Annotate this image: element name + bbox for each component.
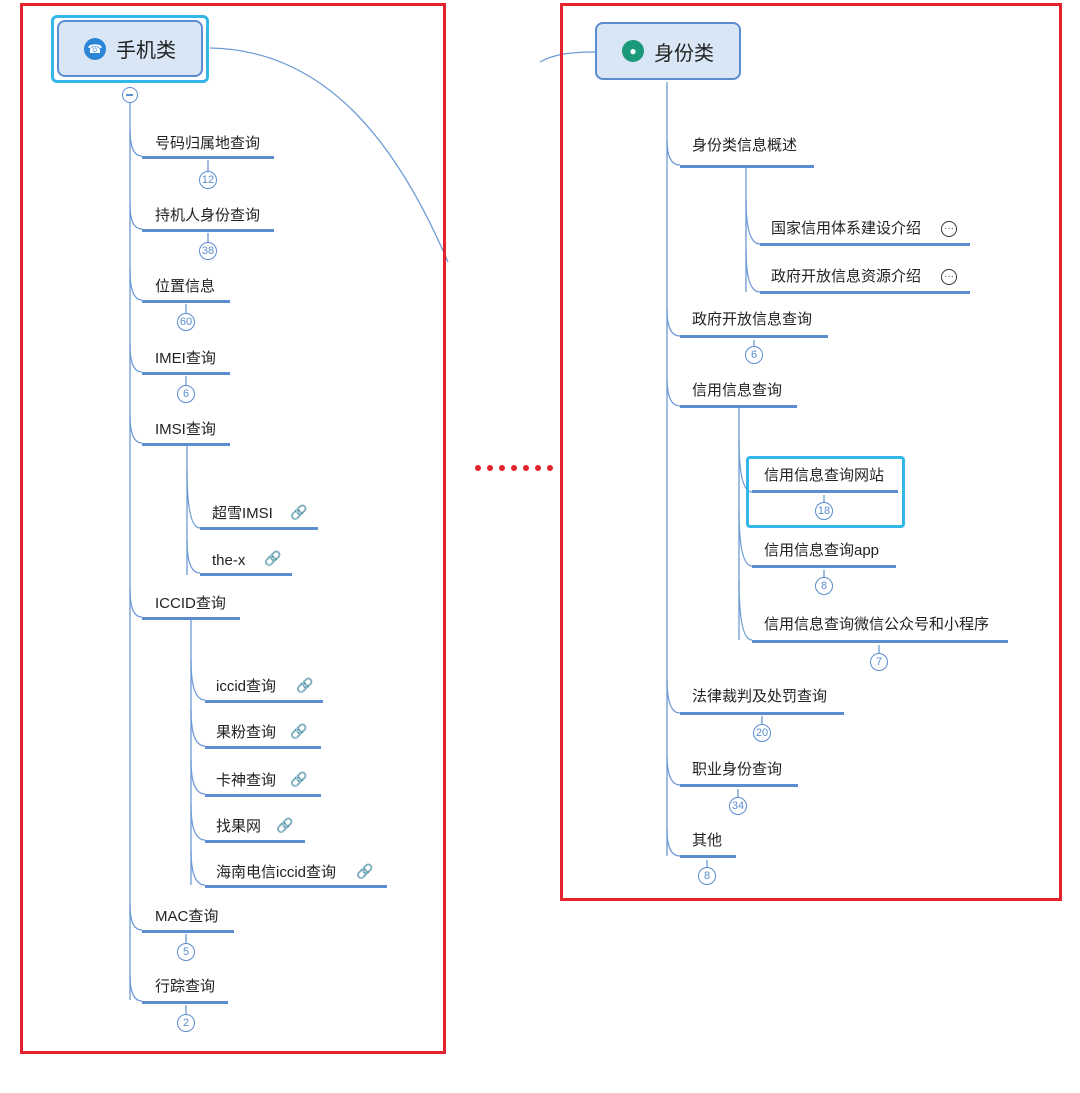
subtopic-label[interactable]: 信用信息查询app — [764, 542, 880, 559]
topic-label[interactable]: 职业身份查询 — [692, 761, 783, 778]
topic-label[interactable]: 身份类信息概述 — [692, 137, 798, 154]
topic-label[interactable]: IMEI查询 — [155, 350, 216, 367]
more-icon[interactable]: ··· — [941, 269, 957, 285]
topic-label[interactable]: 其他 — [692, 832, 723, 849]
topic-underline — [200, 573, 292, 576]
more-icon[interactable]: ··· — [941, 221, 957, 237]
topic-underline — [142, 156, 274, 159]
link-icon[interactable]: 🔗 — [290, 771, 308, 787]
count-badge[interactable]: 8 — [815, 577, 833, 595]
count-badge[interactable]: 6 — [177, 385, 195, 403]
separator-dot — [499, 465, 505, 471]
count-badge[interactable]: 6 — [745, 346, 763, 364]
link-icon[interactable]: 🔗 — [296, 677, 314, 693]
topic-underline — [205, 840, 305, 843]
topic-label[interactable]: ICCID查询 — [155, 595, 226, 612]
subtopic-label[interactable]: 卡神查询 — [216, 772, 277, 789]
count-badge[interactable]: 8 — [698, 867, 716, 885]
subtopic-label[interactable]: 海南电信iccid查询 — [216, 864, 337, 881]
topic-underline — [205, 885, 387, 888]
topic-underline — [142, 443, 230, 446]
topic-underline — [205, 746, 321, 749]
count-badge[interactable]: 2 — [177, 1014, 195, 1032]
link-icon[interactable]: 🔗 — [290, 504, 308, 520]
subtopic-label[interactable]: 国家信用体系建设介绍 — [771, 220, 922, 237]
topic-underline — [142, 300, 230, 303]
count-badge[interactable]: 7 — [870, 653, 888, 671]
separator-dot — [487, 465, 493, 471]
topic-label[interactable]: 持机人身份查询 — [155, 207, 261, 224]
left-root-label: 手机类 — [116, 40, 176, 62]
link-icon[interactable]: 🔗 — [276, 817, 294, 833]
subtopic-label[interactable]: the-x — [212, 552, 246, 569]
topic-underline — [680, 165, 814, 168]
subtopic-label[interactable]: 超雪IMSI — [212, 505, 273, 522]
topic-label[interactable]: 位置信息 — [155, 278, 216, 295]
topic-underline — [760, 243, 970, 246]
count-badge[interactable]: 38 — [199, 242, 217, 260]
topic-underline — [752, 640, 1008, 643]
separator-dot — [475, 465, 481, 471]
topic-underline — [680, 855, 736, 858]
right-root-label: 身份类 — [654, 42, 714, 65]
right-highlight-frame — [560, 3, 1062, 901]
topic-label[interactable]: IMSI查询 — [155, 421, 216, 438]
count-badge[interactable]: 34 — [729, 797, 747, 815]
count-badge[interactable]: 60 — [177, 313, 195, 331]
left-root-node[interactable]: ☎ 手机类 — [57, 20, 203, 77]
subtopic-label[interactable]: 信用信息查询网站 — [764, 467, 885, 484]
count-badge[interactable]: 20 — [753, 724, 771, 742]
topic-underline — [142, 372, 230, 375]
subtopic-label[interactable]: 政府开放信息资源介绍 — [771, 268, 922, 285]
subtopic-label[interactable]: 果粉查询 — [216, 724, 277, 741]
link-icon[interactable]: 🔗 — [290, 723, 308, 739]
left-root-selection — [51, 15, 209, 83]
selected-topic-frame — [746, 456, 905, 528]
topic-underline — [680, 784, 798, 787]
topic-underline — [142, 617, 240, 620]
topic-label[interactable]: 行踪查询 — [155, 978, 216, 995]
right-root-node[interactable]: ● 身份类 — [595, 22, 741, 80]
topic-underline — [142, 229, 274, 232]
subtopic-label[interactable]: 找果网 — [216, 818, 262, 835]
separator-dot — [523, 465, 529, 471]
topic-label[interactable]: MAC查询 — [155, 908, 219, 925]
topic-label[interactable]: 号码归属地查询 — [155, 135, 261, 152]
topic-underline — [752, 565, 896, 568]
topic-underline — [680, 405, 797, 408]
topic-underline — [142, 930, 234, 933]
count-badge[interactable]: 18 — [815, 502, 833, 520]
phone-icon: ☎ — [84, 37, 106, 60]
subtopic-label[interactable]: iccid查询 — [216, 678, 277, 695]
count-badge[interactable]: 12 — [199, 171, 217, 189]
left-highlight-frame — [20, 3, 446, 1054]
separator-dot — [511, 465, 517, 471]
subtopic-label[interactable]: 信用信息查询微信公众号和小程序 — [764, 616, 990, 633]
topic-underline — [752, 490, 898, 493]
separator-dot — [535, 465, 541, 471]
link-icon[interactable]: 🔗 — [356, 863, 374, 879]
topic-underline — [760, 291, 970, 294]
user-icon: ● — [622, 40, 644, 62]
topic-underline — [142, 1001, 228, 1004]
topic-underline — [205, 700, 323, 703]
topic-underline — [205, 794, 321, 797]
topic-label[interactable]: 政府开放信息查询 — [692, 311, 813, 328]
separator-dot — [547, 465, 553, 471]
topic-label[interactable]: 信用信息查询 — [692, 382, 783, 399]
link-icon[interactable]: 🔗 — [264, 550, 282, 566]
topic-underline — [680, 712, 844, 715]
collapse-toggle[interactable] — [122, 87, 138, 103]
count-badge[interactable]: 5 — [177, 943, 195, 961]
topic-underline — [680, 335, 828, 338]
topic-label[interactable]: 法律裁判及处罚查询 — [692, 688, 828, 705]
topic-underline — [200, 527, 318, 530]
